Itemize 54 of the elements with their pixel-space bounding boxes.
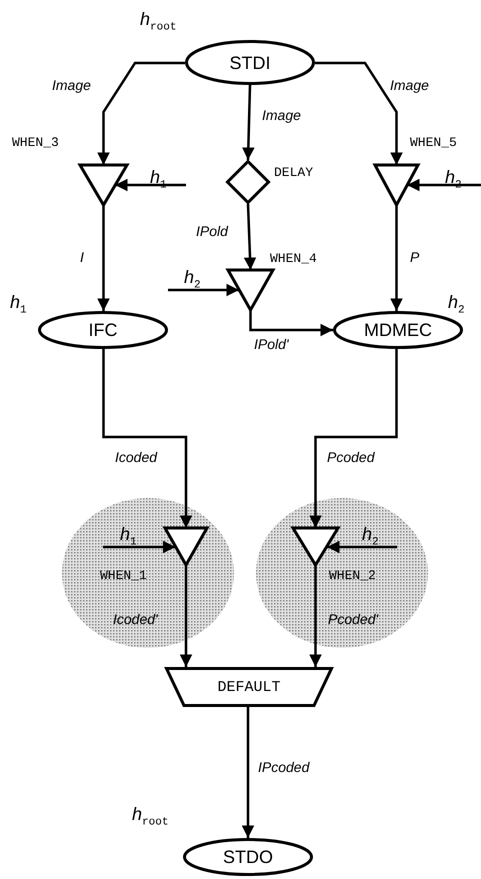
edge-label: Icoded [115, 450, 158, 466]
edge-label: P [410, 250, 420, 266]
process-name: IFC [88, 321, 118, 339]
edge-label: IPcoded [258, 760, 310, 776]
arrow [407, 178, 481, 192]
clock-label: h$_{2}$ [448, 293, 465, 317]
operator-name: WHEN_2 [329, 569, 376, 582]
edge-label: Image [262, 108, 301, 124]
clock-label: h$_{root}$ [132, 805, 168, 829]
operator-name: WHEN_1 [100, 569, 147, 582]
arrow [103, 540, 176, 554]
arrow [327, 540, 397, 554]
arrow [102, 349, 192, 528]
operator-name: WHEN_4 [270, 252, 317, 265]
edge-label: IPold [196, 224, 228, 240]
process-ellipse [185, 40, 315, 85]
process-name: STDO [222, 848, 274, 866]
edge-label: I [80, 250, 84, 266]
process-ellipse [333, 311, 463, 349]
arrow [309, 349, 398, 528]
clock-label: h$_{root}$ [140, 10, 176, 34]
edge-label: Pcoded [327, 450, 374, 466]
arrow [309, 565, 322, 667]
arrow [390, 205, 403, 311]
shaded-region [256, 498, 428, 648]
arrow [244, 204, 256, 270]
shaded-region [62, 498, 234, 648]
operator-name: DELAY [274, 166, 314, 179]
operator-name: WHEN_5 [410, 136, 457, 149]
clock-label: h$_{1}$ [10, 293, 27, 317]
arrow [242, 707, 254, 838]
edge-label: Image [52, 78, 91, 94]
operator-name: DEFAULT [216, 680, 282, 695]
arrow [242, 84, 255, 160]
process-name: STDI [228, 54, 272, 72]
edge-label: Icoded' [113, 612, 158, 628]
process-ellipse [183, 838, 313, 876]
arrow [180, 565, 192, 667]
clock-label: h$_{1}$ [120, 525, 137, 549]
clock-label: h$_{2}$ [184, 268, 201, 292]
arrow [249, 310, 333, 336]
edge-label: Image [390, 78, 429, 94]
clock-label: h$_{2}$ [362, 525, 379, 549]
process-ellipse [38, 311, 168, 349]
edge-label: IPold' [254, 337, 289, 352]
edge-label: Pcoded' [328, 612, 378, 628]
process-name: MDMEC [363, 321, 433, 339]
arrow [115, 178, 186, 192]
default-trapezoid [165, 667, 333, 707]
arrow [168, 284, 239, 296]
operator-name: WHEN_3 [12, 136, 59, 149]
arrow [97, 205, 110, 311]
arrow [97, 62, 185, 165]
arrow [315, 62, 403, 165]
